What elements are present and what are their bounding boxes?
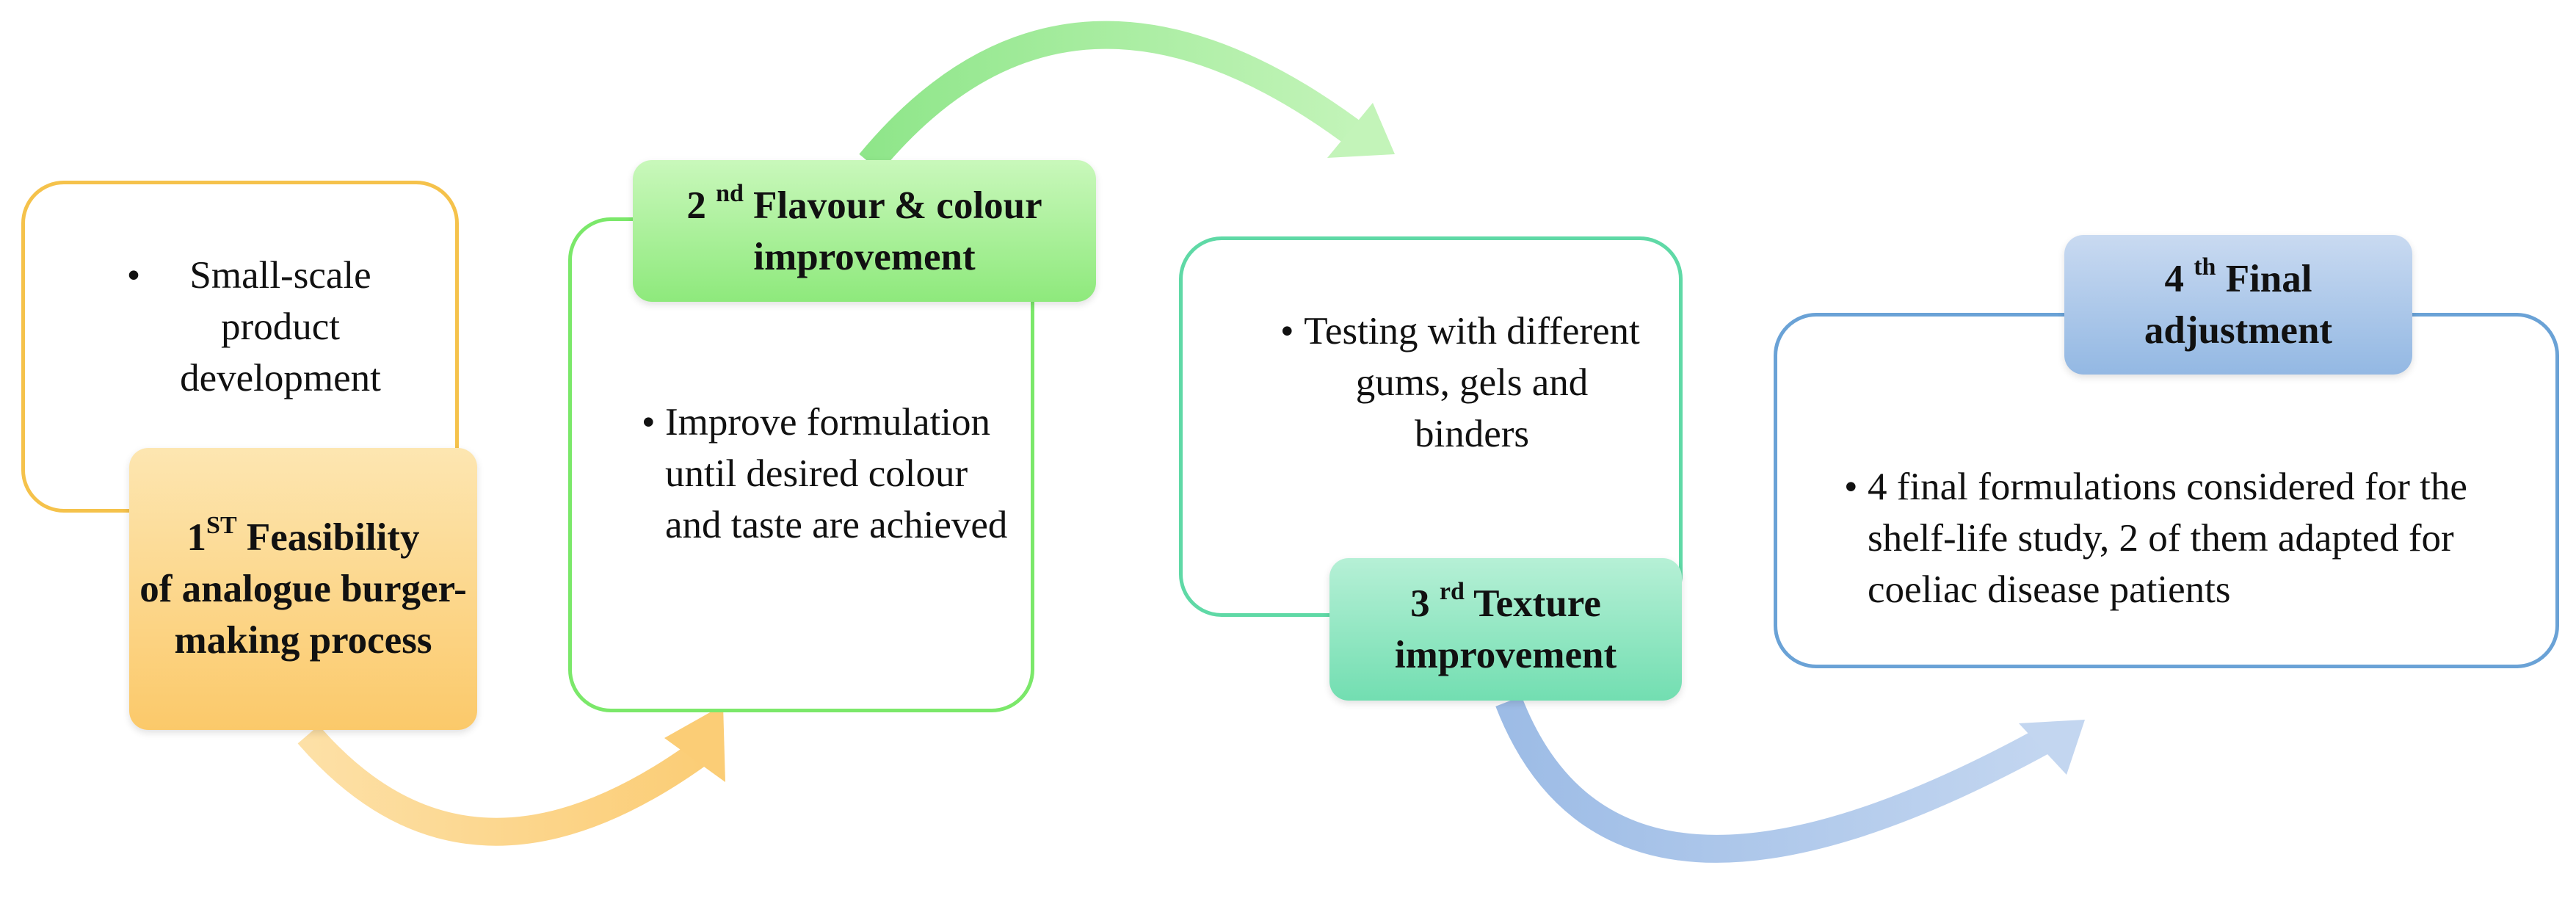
step-3-label: 3 rd Texture improvement <box>1329 558 1682 701</box>
step-4-bullet-text: 4 final formulations considered for the … <box>1868 466 2467 611</box>
arrow-3-to-4 <box>1495 696 2085 863</box>
step-3-bullet: • Testing with different gums, gels and … <box>1280 305 1640 460</box>
bullet-dot: • <box>1844 466 1858 508</box>
arrow-1-to-2 <box>297 705 725 846</box>
step-3-box <box>1179 236 1683 617</box>
step-2-title: 2 nd Flavour & colour improvement <box>686 180 1042 283</box>
step-4-ordinal-suffix: th <box>2194 253 2216 281</box>
step-3-ordinal: 3 <box>1410 582 1430 625</box>
step-3-ordinal-suffix: rd <box>1439 578 1465 606</box>
step-3-title: 3 rd Texture improvement <box>1395 578 1617 681</box>
bullet-dot: • <box>642 401 656 444</box>
step-1-title-line1: Feasibility <box>246 516 420 559</box>
step-2-title-line1: Flavour & colour <box>753 184 1042 227</box>
step-1-ordinal: 1 <box>186 516 207 559</box>
step-1-ordinal-suffix: ST <box>206 512 237 540</box>
step-2-ordinal-suffix: nd <box>716 179 744 207</box>
bullet-dot: • <box>1280 310 1294 352</box>
step-2-ordinal: 2 <box>686 184 706 227</box>
step-1-bullet-text: Small-scale product development <box>180 254 381 399</box>
arrow-2-to-3 <box>859 21 1395 173</box>
step-1-label: 1ST Feasibility of analogue burger-makin… <box>129 448 477 730</box>
bullet-dot: • <box>126 254 141 297</box>
step-4-bullet: • 4 final formulations considered for th… <box>1844 461 2519 615</box>
step-4-label: 4 th Final adjustment <box>2064 235 2412 375</box>
step-2-label: 2 nd Flavour & colour improvement <box>633 160 1096 302</box>
step-2-bullet: • Improve formulation until desired colo… <box>642 397 1023 551</box>
step-1-title: 1ST Feasibility of analogue burger-makin… <box>129 512 477 666</box>
step-3-bullet-text: Testing with different gums, gels and bi… <box>1304 310 1640 455</box>
step-1-bullet: • Small-scale product development <box>122 250 416 404</box>
step-2-bullet-text: Improve formulation until desired colour… <box>665 401 1008 546</box>
step-3-title-rest: improvement <box>1394 634 1617 676</box>
step-4-title-line1: Final <box>2225 258 2312 300</box>
step-1-title-rest: of analogue burger-making process <box>139 568 467 662</box>
step-4-title-rest: adjustment <box>2144 309 2333 352</box>
step-4-title: 4 th Final adjustment <box>2144 253 2332 356</box>
step-4-ordinal: 4 <box>2164 258 2184 300</box>
step-3-title-line1: Texture <box>1473 582 1601 625</box>
step-2-title-rest: improvement <box>753 235 976 278</box>
